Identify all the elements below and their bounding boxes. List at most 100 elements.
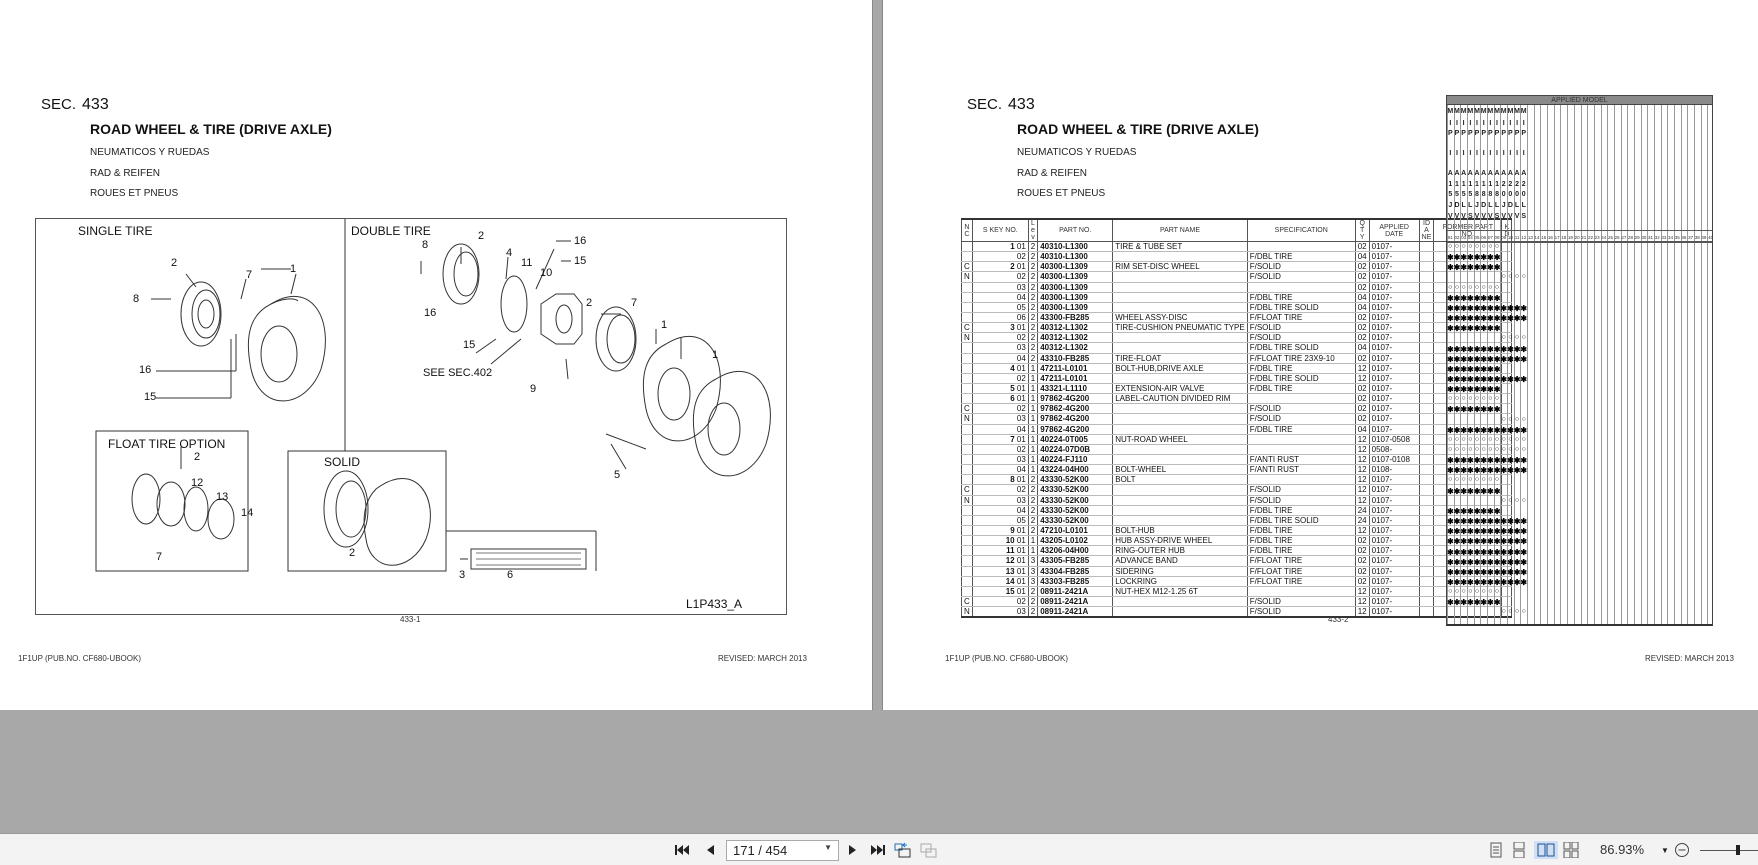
page-number: 433-1 <box>400 615 421 624</box>
spec-cell: F/SOLID <box>1246 271 1356 283</box>
previous-page-button[interactable] <box>700 841 720 859</box>
applicable-star-mark: ✱ <box>1507 466 1514 476</box>
qty-cell: 24 <box>1354 515 1370 526</box>
zoom-out-icon <box>1675 843 1689 857</box>
applicable-circle-mark: ○ <box>1521 496 1526 504</box>
id-cell <box>1418 322 1435 334</box>
qty-cell: 02 <box>1354 545 1370 557</box>
model-column-number: 03 <box>1461 235 1467 240</box>
applicable-star-mark: ✱ <box>1520 577 1528 587</box>
applicable-circle-mark: ○ <box>1481 588 1486 596</box>
model-code-char: 2 <box>1501 181 1506 188</box>
part-no-cell: 47211-L0101 <box>1037 363 1114 374</box>
zoom-slider-thumb[interactable] <box>1736 845 1740 855</box>
model-code-char: I <box>1509 120 1512 127</box>
applicable-circle-mark: ○ <box>1488 283 1493 291</box>
applicable-star-mark: ✱ <box>1513 567 1521 577</box>
applicable-star-mark: ✱ <box>1520 517 1528 527</box>
id-cell <box>1418 444 1435 455</box>
model-column-line <box>1687 105 1689 624</box>
nc-cell: C <box>961 484 973 496</box>
model-column-line <box>1453 105 1455 624</box>
nc-cell <box>961 566 973 577</box>
model-column-number: 34 <box>1668 235 1674 240</box>
section-header: SEC.433 <box>967 96 1035 114</box>
sub-number: 01 <box>1016 556 1026 566</box>
applicable-star-mark: ✱ <box>1447 303 1454 313</box>
applicable-star-mark: ✱ <box>1473 557 1481 567</box>
next-view-button[interactable] <box>919 841 939 859</box>
applicable-star-mark: ✱ <box>1480 314 1488 324</box>
continuous-view-button[interactable] <box>1509 841 1529 859</box>
zoom-dropdown-icon[interactable]: ▼ <box>1661 845 1669 855</box>
qty-cell: 02 <box>1354 312 1370 324</box>
next-view-icon <box>920 843 937 858</box>
part-no-cell: 40224-0T005 <box>1037 434 1114 445</box>
col-part-no: PART NO. <box>1037 218 1114 242</box>
model-column-number: 39 <box>1701 235 1707 240</box>
id-cell <box>1418 353 1435 364</box>
part-name-cell <box>1112 484 1248 496</box>
applicable-star-mark: ✱ <box>1467 466 1474 476</box>
continuous-facing-view-button[interactable] <box>1561 841 1581 859</box>
lev-cell: 2 <box>1027 484 1039 496</box>
applicable-circle-mark: ○ <box>1488 395 1493 403</box>
model-code-char: 5 <box>1468 191 1473 198</box>
id-cell <box>1418 464 1435 476</box>
qty-cell: 02 <box>1354 271 1370 283</box>
applicable-star-mark: ✱ <box>1460 253 1468 263</box>
key-cell: 02 <box>971 271 1029 283</box>
zoom-slider[interactable] <box>1700 845 1758 855</box>
applicable-star-mark: ✱ <box>1487 344 1494 354</box>
applicable-star-mark: ✱ <box>1500 557 1508 567</box>
sub-number: 01 <box>1016 394 1026 404</box>
model-code-char: P <box>1508 130 1513 137</box>
first-page-button[interactable] <box>672 841 692 859</box>
model-column-number: 08 <box>1494 235 1500 240</box>
applicable-star-mark: ✱ <box>1487 364 1494 374</box>
applied-date-cell: 0107- <box>1368 474 1420 486</box>
next-page-button[interactable] <box>843 841 863 859</box>
applicable-star-mark: ✱ <box>1480 344 1488 354</box>
model-column-number: 23 <box>1594 235 1600 240</box>
qty-cell: 12 <box>1354 596 1370 608</box>
last-page-button[interactable] <box>868 841 888 859</box>
id-cell <box>1418 566 1435 577</box>
previous-view-button[interactable] <box>893 841 913 859</box>
facing-view-button[interactable] <box>1534 841 1558 859</box>
page-number-input[interactable]: 171 / 454 ▼ <box>726 840 839 861</box>
part-name-cell: EXTENSION-AIR VALVE <box>1112 383 1248 395</box>
sub-number: 01 <box>1016 242 1026 252</box>
model-column-number: 20 <box>1574 235 1580 240</box>
key-number: 14 <box>1005 576 1015 586</box>
nc-cell <box>961 464 973 476</box>
model-column-number: 18 <box>1561 235 1567 240</box>
spec-cell: F/DBL TIRE <box>1246 535 1356 547</box>
part-no-cell: 43224-04H00 <box>1037 464 1114 476</box>
model-code-char: I <box>1522 120 1525 127</box>
part-name-cell: TIRE & TUBE SET <box>1112 241 1248 253</box>
applicable-star-mark: ✱ <box>1447 466 1454 476</box>
applicable-circle-mark: ○ <box>1501 608 1506 616</box>
applicable-star-mark: ✱ <box>1487 324 1494 334</box>
applicable-star-mark: ✱ <box>1487 567 1494 577</box>
applied-date-cell: 0107- <box>1368 373 1420 384</box>
model-column-line <box>1700 105 1702 624</box>
applicable-star-mark: ✱ <box>1513 314 1521 324</box>
spec-cell: F/FLOAT TIRE <box>1246 555 1356 567</box>
applicable-star-mark: ✱ <box>1500 567 1508 577</box>
applicable-star-mark: ✱ <box>1487 293 1494 303</box>
single-page-icon <box>1490 842 1502 858</box>
spec-cell: F/DBL TIRE <box>1246 505 1356 516</box>
nc-cell: C <box>961 596 973 608</box>
model-code-char: S <box>1494 213 1500 220</box>
zoom-out-button[interactable] <box>1672 841 1692 859</box>
zoom-level[interactable]: 86.93% <box>1600 842 1645 857</box>
dropdown-arrow-icon[interactable]: ▼ <box>824 843 832 852</box>
table-header: N C S KEY NO. L e v PART NO. PART NAME S… <box>961 218 1513 242</box>
applicable-circle-mark: ○ <box>1448 435 1453 443</box>
nc-cell <box>961 505 973 516</box>
single-page-view-button[interactable] <box>1486 841 1506 859</box>
